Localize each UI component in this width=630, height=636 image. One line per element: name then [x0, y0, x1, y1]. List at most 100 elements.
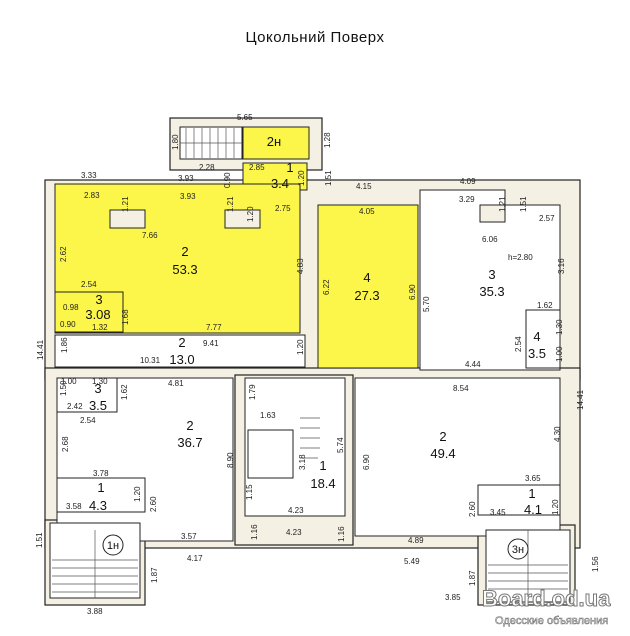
- dimension-label: 3.45: [490, 508, 506, 517]
- dimension-label: 1.56: [591, 556, 600, 572]
- dimension-label: 6.90: [362, 454, 371, 470]
- dimension-label: 1.20: [133, 486, 142, 502]
- room-area: 3.08: [85, 307, 110, 322]
- room-3-3.08: [54, 291, 124, 333]
- dimension-label: 1.21: [498, 196, 507, 212]
- dimension-label: 1.87: [468, 570, 477, 586]
- dimension-label: 2.57: [539, 214, 555, 223]
- dimension-label: 5.70: [422, 296, 431, 312]
- room-number: 4: [533, 329, 540, 344]
- room-area: 36.7: [177, 435, 202, 450]
- room-area: 18.4: [310, 476, 335, 491]
- room-area: 53.3: [172, 262, 197, 277]
- room-3-35.3: [419, 189, 561, 371]
- room-number: 3н: [512, 544, 524, 556]
- dimension-label: 3.85: [445, 593, 461, 602]
- dimension-label: 2.62: [59, 246, 68, 262]
- dimension-label: 4.30: [553, 426, 562, 442]
- stair-marker: [102, 534, 124, 556]
- dimension-label: 1.21: [226, 196, 235, 212]
- room-area: 3.5: [528, 346, 546, 361]
- dimension-label: 9.41: [203, 339, 219, 348]
- dimension-label: 8.90: [226, 452, 235, 468]
- room-area: 3.5: [89, 398, 107, 413]
- dimension-label: 4.17: [187, 554, 203, 563]
- dimension-label: 3.88: [87, 607, 103, 616]
- dimension-label: 2.60: [468, 501, 477, 517]
- dimension-label: 6.90: [408, 284, 417, 300]
- dimension-label: 3.18: [298, 454, 307, 470]
- dimension-label: 1.00: [61, 377, 77, 386]
- dimension-label: 3.16: [557, 258, 566, 274]
- dimension-label: 1.16: [250, 524, 259, 540]
- dimension-label: 10.31: [140, 356, 161, 365]
- plan-title: Цокольний Поверх: [246, 29, 385, 46]
- room-number: 1: [97, 480, 104, 495]
- dimension-label: 7.77: [206, 323, 222, 332]
- dimension-label: 1.30: [92, 377, 108, 386]
- dimension-label: 1.68: [121, 309, 130, 325]
- stair-treads: [52, 128, 568, 600]
- dimension-label: 1.16: [337, 526, 346, 542]
- room-number: 1: [286, 160, 293, 175]
- stair-well: [247, 429, 294, 479]
- dimension-label: 4.05: [359, 207, 375, 216]
- dimension-label: 5.74: [336, 437, 345, 453]
- wall-pier: [109, 209, 146, 229]
- room-area: 27.3: [354, 288, 379, 303]
- dimension-label: 1.20: [297, 170, 306, 186]
- room-number: 1н: [107, 540, 119, 552]
- room-number: 4: [363, 270, 370, 285]
- dimension-label: 4.23: [288, 506, 304, 515]
- dimension-label: 1.20: [551, 499, 560, 515]
- dimension-label: 8.54: [453, 384, 469, 393]
- dimension-label: 3.78: [93, 469, 109, 478]
- room-number: 2: [178, 335, 185, 350]
- room-area: 4.3: [89, 498, 107, 513]
- dimension-label: 4.15: [356, 182, 372, 191]
- room-1-4.3: [56, 477, 146, 513]
- dimension-label: 3.93: [178, 174, 194, 183]
- watermark-subtitle: Одесские объявления: [495, 615, 608, 627]
- dimension-label: 1.80: [171, 134, 180, 150]
- dimension-label: 4.83: [296, 258, 305, 274]
- room-area: 4.1: [524, 502, 542, 517]
- dimension-label: 3.65: [525, 474, 541, 483]
- dimension-label: 1.79: [248, 384, 257, 400]
- room-area: 35.3: [479, 284, 504, 299]
- dimension-label: 2.54: [80, 416, 96, 425]
- dimension-label: 2.60: [149, 496, 158, 512]
- dimension-label: 3.29: [459, 195, 475, 204]
- dimension-label: 1.28: [323, 132, 332, 148]
- room-3-3.5: [56, 377, 118, 413]
- dimension-label: 1.21: [121, 196, 130, 212]
- dimension-label: 1.50: [59, 380, 68, 396]
- dimension-label: 2.28: [199, 163, 215, 172]
- room-area: 49.4: [430, 446, 455, 461]
- dimension-label: 3.93: [180, 192, 196, 201]
- dimension-label: 0.90: [223, 172, 232, 188]
- dimension-label: 4.23: [286, 528, 302, 537]
- dimension-label: 1.15: [245, 484, 254, 500]
- dimension-label: 2.54: [81, 280, 97, 289]
- dimension-label: 1.51: [324, 170, 333, 186]
- room-number: 2: [439, 429, 446, 444]
- dimension-label: 1.51: [519, 196, 528, 212]
- dimension-label: 1.62: [120, 384, 129, 400]
- dimension-label: 2.68: [61, 436, 70, 452]
- dimension-label: 6.06: [482, 235, 498, 244]
- dimension-label: 2.54: [514, 336, 523, 352]
- room-number: 3: [488, 267, 495, 282]
- dimension-label: 1.20: [296, 339, 305, 355]
- dimension-label: 1.87: [150, 567, 159, 583]
- dimension-label: 4.89: [408, 536, 424, 545]
- room-4-3.5: [525, 309, 561, 369]
- dimension-label: 6.22: [322, 279, 331, 295]
- room-labels: 2н 1 3.4 2 53.3 3 3.08 2 13.0 4 27.3 h=2…: [85, 134, 546, 556]
- dimension-label: 3.33: [81, 171, 97, 180]
- stair-marker: [507, 538, 529, 560]
- watermark-logo: Board.od.ua: [482, 586, 611, 611]
- room-number: 3: [94, 381, 101, 396]
- ceiling-height: h=2.80: [508, 253, 533, 262]
